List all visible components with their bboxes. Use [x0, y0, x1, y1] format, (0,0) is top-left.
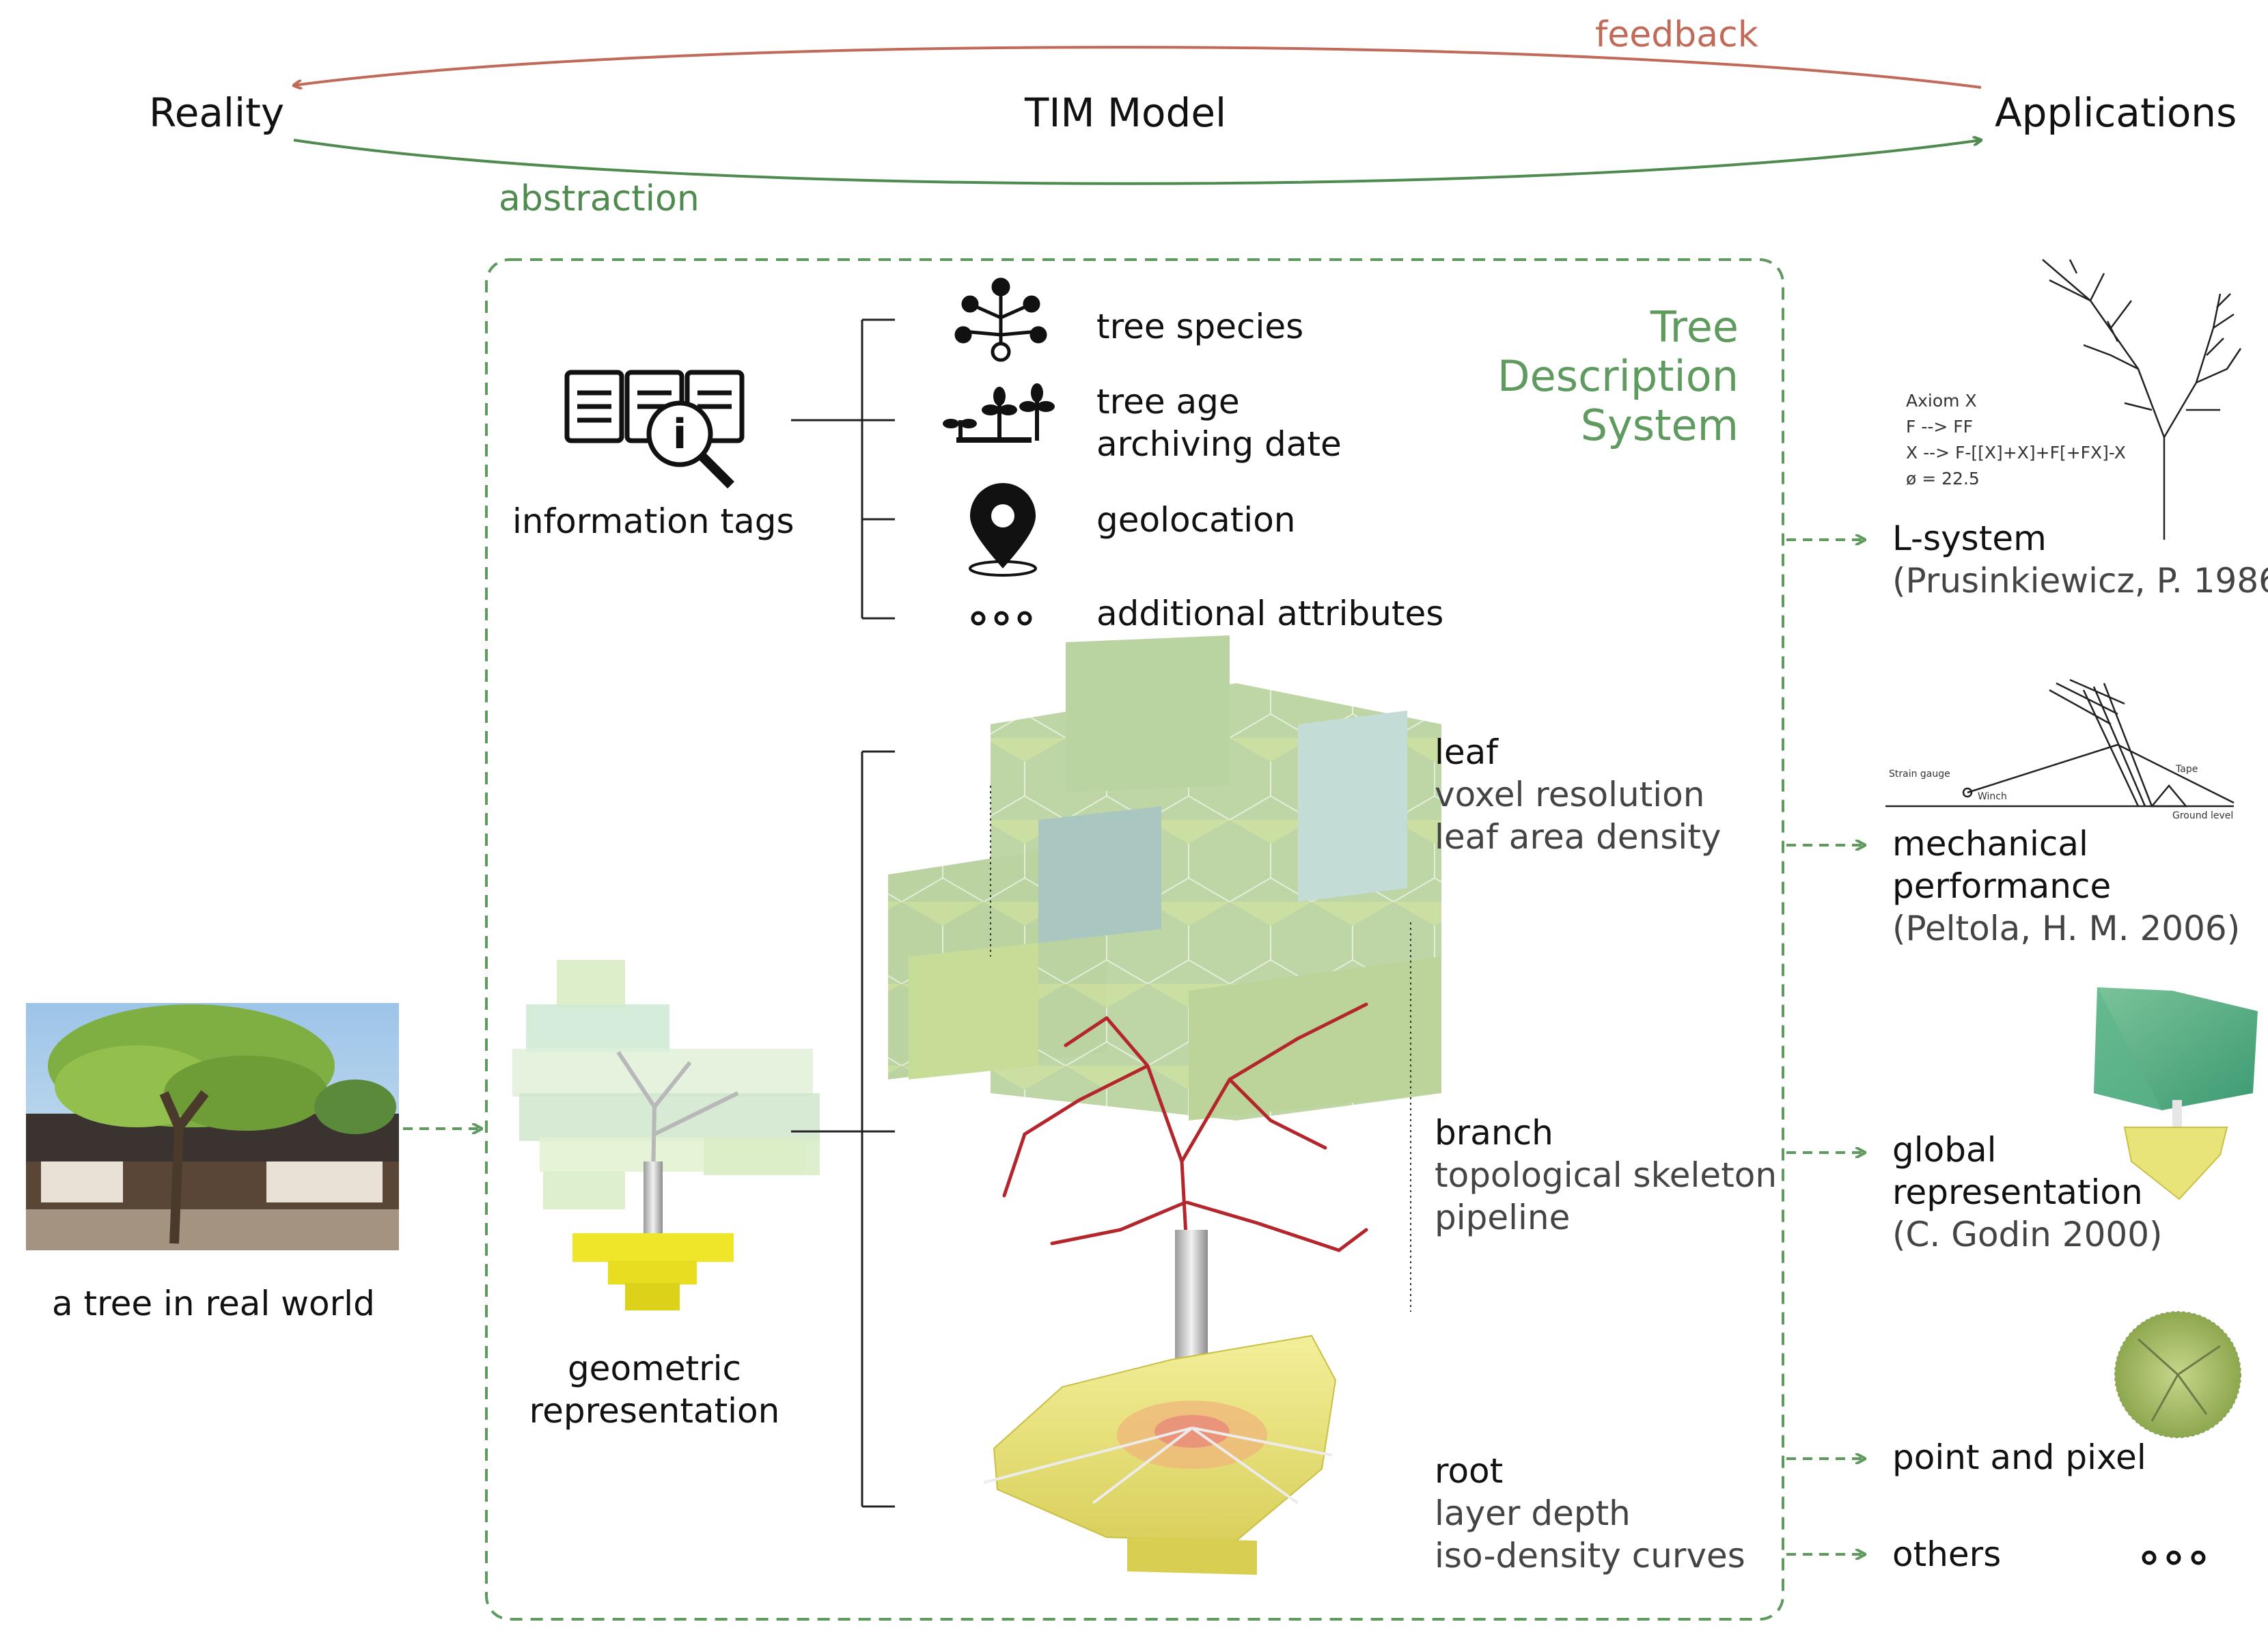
- tds-title-line1: Tree: [1650, 302, 1739, 352]
- mechanical-label-winch: Winch: [1978, 791, 2007, 802]
- others-ellipsis-icon: [2142, 1550, 2206, 1565]
- lsystem-code-line3: X --> F-[[X]+X]+F[+FX]-X: [1906, 443, 2126, 463]
- branch-title: branch: [1435, 1113, 1553, 1153]
- lsystem-citation: (Prusinkiewicz, P. 1986): [1892, 561, 2268, 601]
- tag-tree-species: tree species: [1096, 307, 1303, 346]
- tags-bracket: [791, 318, 895, 620]
- real-tree-photo: [26, 1003, 399, 1250]
- mechanical-sketch: [1885, 678, 2235, 808]
- feedback-arrow: [294, 46, 1982, 87]
- geometric-line1: geometric: [568, 1349, 741, 1388]
- real-tree-caption: a tree in real world: [52, 1284, 375, 1323]
- branch-skeleton: [1002, 1002, 1368, 1287]
- tds-title-line3: System: [1581, 400, 1739, 450]
- trunk-model: [1175, 1230, 1208, 1363]
- mechanical-title-line1: mechanical: [1892, 824, 2088, 864]
- leaf-guide-lines: [990, 786, 1411, 1312]
- mechanical-sketch-labels: Strain gauge Winch Tape Ground level: [1889, 764, 2233, 821]
- geometry-bracket: [791, 750, 895, 1508]
- mechanical-label-strain: Strain gauge: [1889, 769, 1950, 780]
- applications-label: Applications: [1995, 90, 2237, 136]
- root-model: [983, 1334, 1337, 1575]
- tim-model-label: TIM Model: [1024, 90, 1226, 136]
- small-voxel-tree: [512, 960, 820, 1310]
- tag-geolocation: geolocation: [1096, 500, 1295, 540]
- global-title-line1: global: [1892, 1130, 1997, 1170]
- tds-title-line2: Description: [1497, 351, 1739, 401]
- global-citation: (C. Godin 2000): [1892, 1215, 2163, 1254]
- tag-tree-age: tree age: [1096, 382, 1240, 422]
- geometric-line2: representation: [529, 1391, 780, 1431]
- mechanical-label-tape: Tape: [2175, 764, 2198, 775]
- lsystem-code: Axiom X F --> FF X --> F-[[X]+X]+F[+FX]-…: [1906, 391, 2126, 489]
- mechanical-label-ground: Ground level: [2172, 810, 2233, 821]
- others-title: others: [1892, 1535, 2001, 1574]
- sprouts-icon: [943, 383, 1055, 443]
- global-title-line2: representation: [1892, 1172, 2143, 1212]
- ellipsis-icon: [971, 611, 1032, 626]
- tds-box: [485, 258, 1784, 1621]
- leaf-title: leaf: [1435, 732, 1499, 772]
- abstraction-arrow: [293, 140, 1981, 185]
- voxel-leaf-model: [888, 635, 1441, 1120]
- root-title: root: [1435, 1451, 1503, 1491]
- lsystem-tree-drawing: [2042, 259, 2242, 540]
- lsystem-code-line1: Axiom X: [1906, 391, 1977, 411]
- leaf-line1: voxel resolution: [1435, 775, 1704, 814]
- root-line2: iso-density curves: [1435, 1536, 1745, 1576]
- lsystem-title: L-system: [1892, 519, 2047, 558]
- lsystem-code-line4: ø = 22.5: [1906, 469, 1980, 489]
- branch-line1: topological skeleton: [1435, 1155, 1777, 1195]
- point-title: point and pixel: [1892, 1437, 2146, 1477]
- mechanical-citation: (Peltola, H. M. 2006): [1892, 909, 2240, 948]
- mechanical-title-line2: performance: [1892, 866, 2111, 906]
- root-line1: layer depth: [1435, 1494, 1631, 1533]
- lsystem-code-line2: F --> FF: [1906, 417, 1973, 437]
- reality-label: Reality: [149, 90, 284, 136]
- svg-text:i: i: [673, 411, 687, 458]
- feedback-label: feedback: [1595, 14, 1758, 55]
- document-search-icon: i: [564, 370, 745, 489]
- location-pin-icon: [969, 483, 1037, 577]
- global-hull-model: [2094, 987, 2258, 1200]
- info-tags-label: information tags: [512, 501, 794, 541]
- point-cloud-canopy: [2114, 1311, 2241, 1438]
- branch-line2: pipeline: [1435, 1198, 1570, 1237]
- tag-archiving-date: archiving date: [1096, 424, 1342, 464]
- tree-species-icon: [954, 277, 1047, 362]
- tag-additional-attributes: additional attributes: [1096, 594, 1443, 633]
- leaf-line2: leaf area density: [1435, 817, 1721, 857]
- abstraction-label: abstraction: [499, 178, 700, 219]
